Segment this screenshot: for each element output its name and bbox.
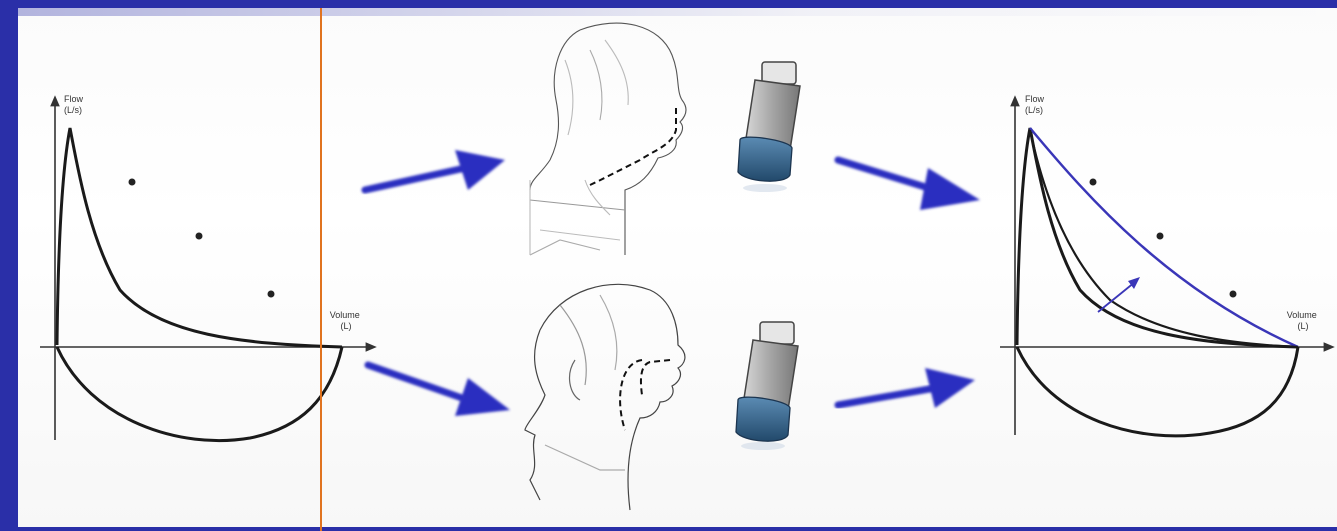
- left-y-axis-label: Flow (L/s): [64, 94, 86, 115]
- inhaler-top-icon: [738, 62, 800, 192]
- right-dot: [1157, 233, 1164, 240]
- left-flow-volume-graph: Flow (L/s) Volume (L): [40, 94, 372, 441]
- left-x-axis-label: Volume (L): [330, 310, 363, 331]
- left-dot: [196, 233, 203, 240]
- right-y-axis-label: Flow (L/s): [1025, 94, 1047, 115]
- head-sketch-top: [530, 23, 686, 255]
- arrow-to-right-graph-bottom: [838, 368, 975, 408]
- right-inspiratory-curve: [1017, 347, 1298, 436]
- arrow-to-top-head: [365, 150, 505, 190]
- right-x-axis-label: Volume (L): [1287, 310, 1320, 331]
- right-improved-expiratory-curve: [1030, 128, 1298, 347]
- arrow-to-bottom-head: [368, 365, 510, 416]
- inhaler-bottom-icon: [736, 322, 798, 450]
- left-inspiratory-curve: [57, 347, 342, 441]
- right-dot: [1230, 291, 1237, 298]
- head-sketch-bottom: [525, 284, 685, 510]
- left-dot: [268, 291, 275, 298]
- right-dot: [1090, 179, 1097, 186]
- right-secondary-curve: [1030, 130, 1298, 347]
- left-dot: [129, 179, 136, 186]
- airway-dashed-line: [641, 360, 670, 395]
- arrow-to-right-graph-top: [838, 160, 980, 210]
- orange-divider-line: [320, 8, 322, 531]
- airway-dashed-line: [590, 108, 676, 185]
- right-flow-volume-graph: Flow (L/s) Volume (L): [1000, 94, 1330, 436]
